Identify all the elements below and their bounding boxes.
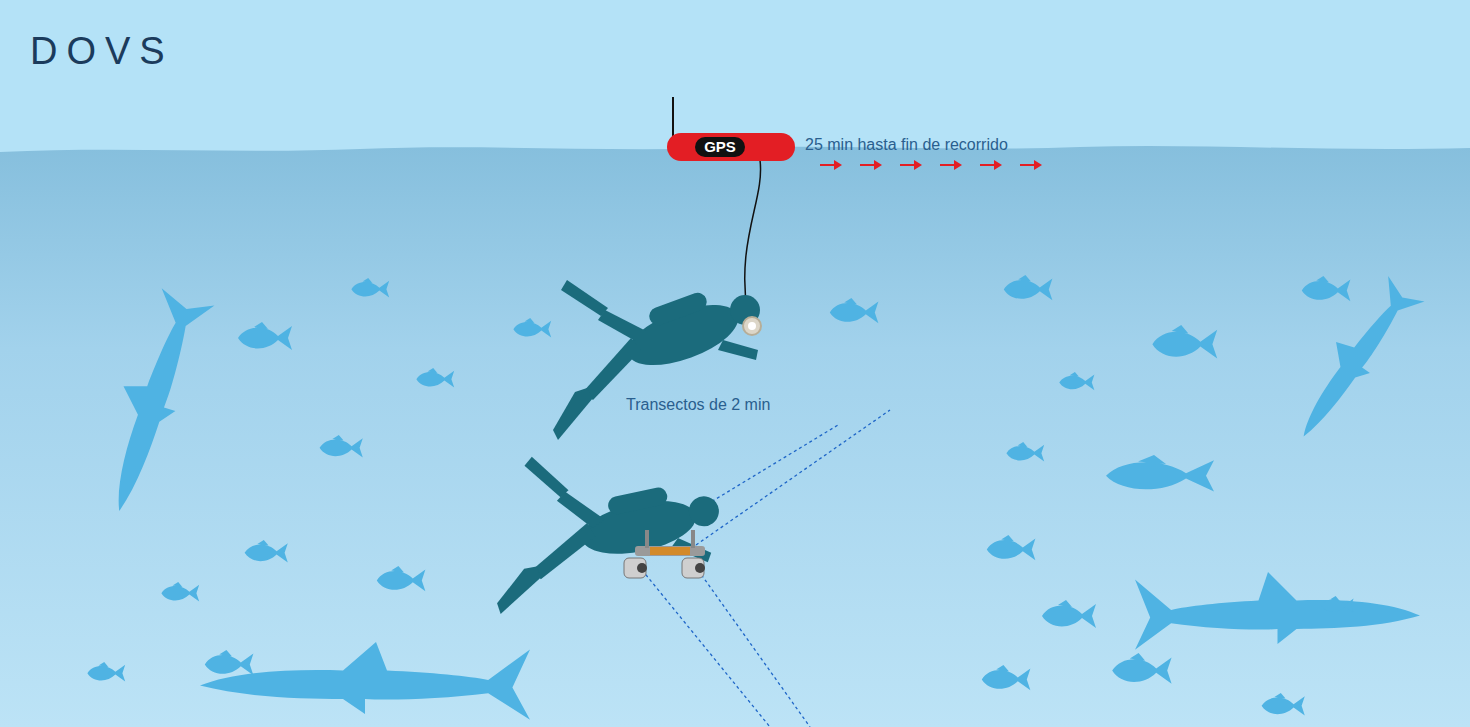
fish bbox=[1004, 275, 1053, 300]
fish bbox=[1262, 693, 1305, 715]
fish bbox=[513, 318, 551, 338]
fish bbox=[982, 665, 1031, 690]
marine-life bbox=[86, 273, 1424, 720]
fish bbox=[1321, 596, 1353, 613]
fish bbox=[1302, 276, 1351, 301]
shark bbox=[1135, 572, 1420, 650]
fish bbox=[377, 566, 426, 591]
fish bbox=[830, 298, 879, 323]
annotation: 25 min hasta fin de recorrido bbox=[805, 136, 1008, 154]
water bbox=[0, 146, 1470, 727]
diver-with-camera bbox=[496, 455, 723, 642]
fish bbox=[87, 662, 125, 682]
hammerhead-shark bbox=[1281, 273, 1425, 449]
gps-buoy: GPS bbox=[667, 133, 795, 161]
stereo-camera-rig bbox=[624, 530, 705, 578]
shark bbox=[200, 642, 530, 720]
fish bbox=[320, 435, 363, 457]
fish bbox=[245, 540, 288, 562]
fish bbox=[161, 582, 199, 602]
torch bbox=[743, 317, 761, 335]
direction-arrows bbox=[820, 160, 1042, 170]
fish bbox=[416, 368, 454, 388]
fish bbox=[1059, 372, 1094, 390]
diagram-title: DOVS bbox=[30, 30, 174, 73]
tuna bbox=[1106, 455, 1214, 491]
fish bbox=[1112, 653, 1171, 684]
diver bbox=[553, 280, 760, 440]
fish bbox=[238, 322, 292, 350]
diver-with-gps bbox=[553, 280, 760, 440]
fish bbox=[351, 278, 389, 298]
fish bbox=[1006, 442, 1044, 462]
buoy-label: GPS bbox=[695, 137, 745, 157]
annotation: Transectos de 2 min bbox=[626, 396, 770, 414]
fish bbox=[1042, 600, 1096, 628]
hammerhead-shark bbox=[86, 286, 214, 519]
diver bbox=[496, 455, 723, 642]
fish bbox=[205, 650, 254, 675]
fish bbox=[1152, 325, 1217, 359]
fish bbox=[987, 535, 1036, 560]
buoy-line bbox=[745, 160, 761, 318]
camera-fields bbox=[640, 410, 890, 727]
